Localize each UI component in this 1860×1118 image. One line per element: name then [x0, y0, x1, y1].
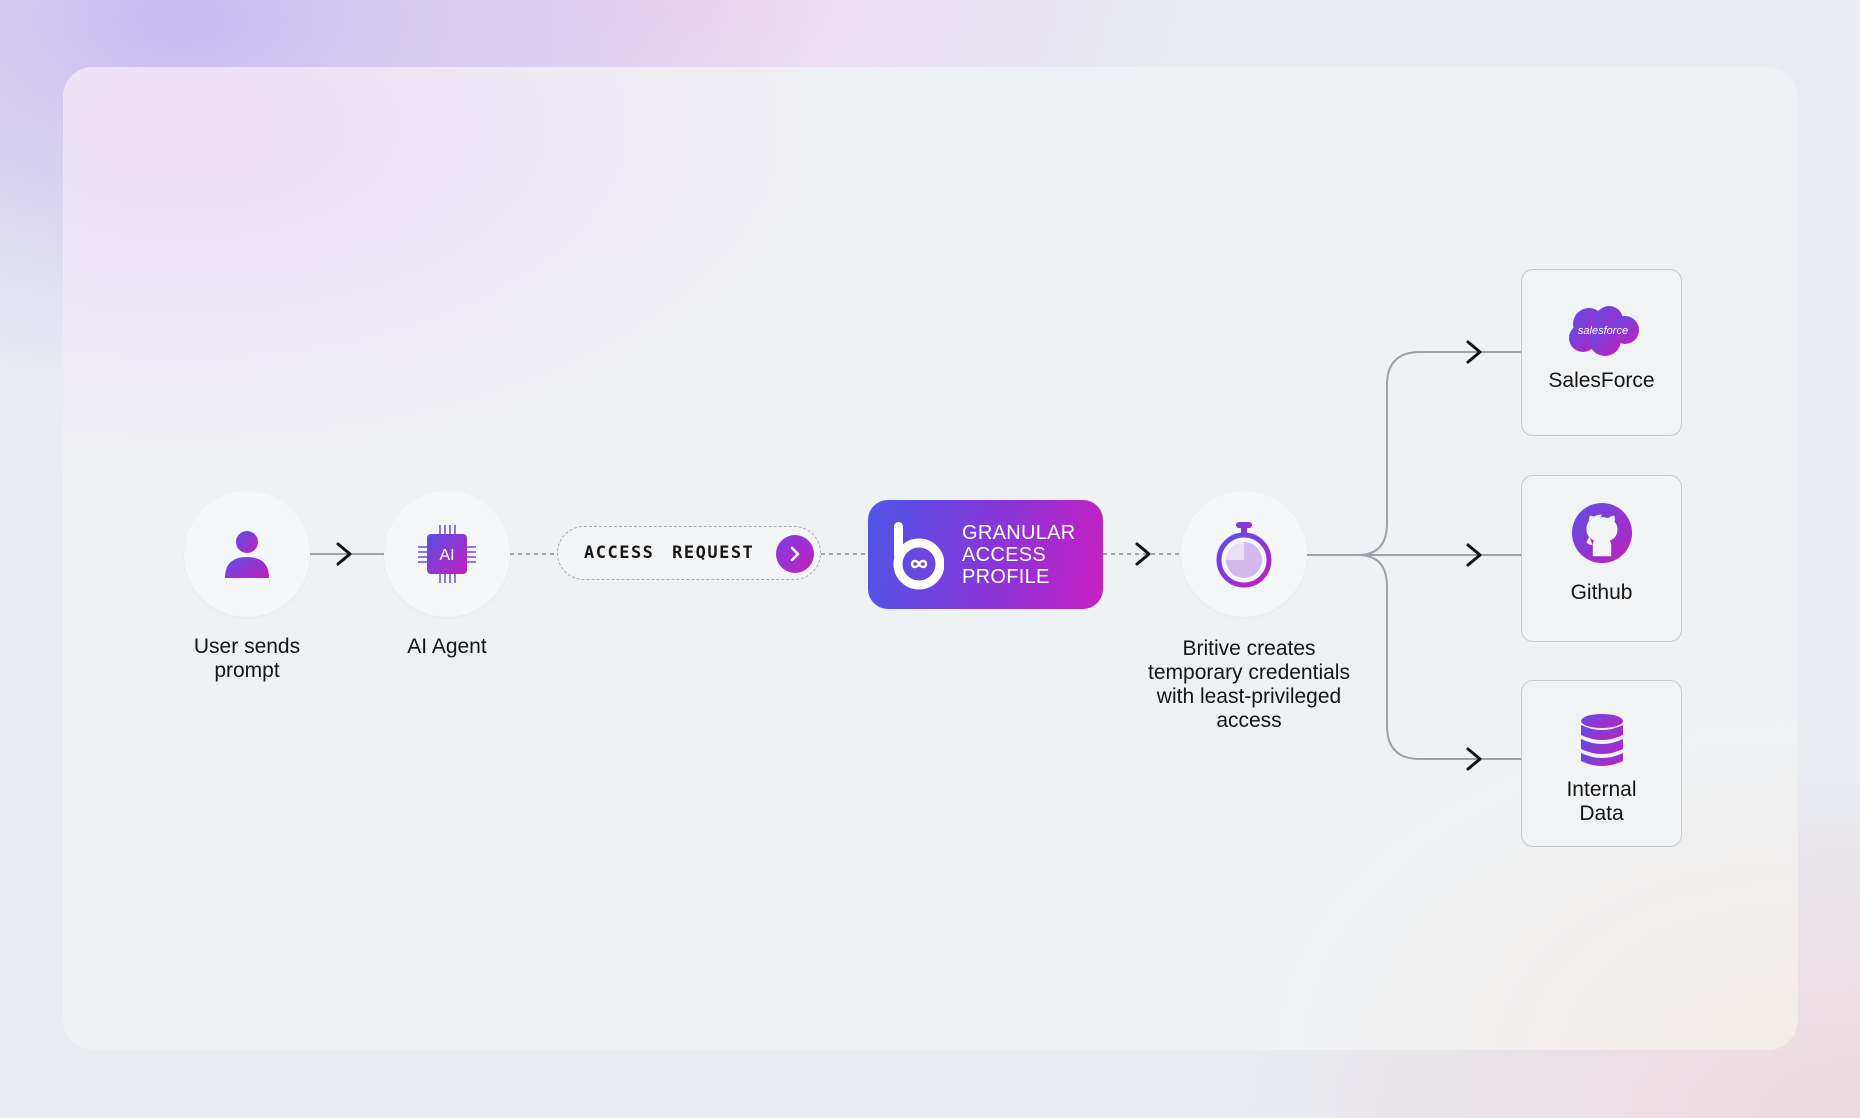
arrow-user-agent: [336, 542, 352, 566]
target-github-label: Github: [1570, 581, 1633, 604]
access-request-button[interactable]: [776, 535, 814, 573]
stopwatch-icon: [1216, 522, 1272, 588]
credentials-timer-label: Britive creates temporary credentials wi…: [1148, 637, 1350, 732]
ai-chip-icon: AI: [418, 525, 476, 583]
connector-branch-salesforce: [1357, 351, 1521, 556]
user-icon: [225, 531, 269, 578]
ai-agent-node: AI: [384, 491, 510, 617]
target-salesforce[interactable]: salesforce SalesForce: [1521, 269, 1682, 436]
access-request-pill: ACCESS REQUEST: [557, 526, 821, 580]
connector-branch-internal: [1357, 554, 1521, 760]
chevron-right-icon: [790, 546, 800, 562]
credentials-timer-node: [1181, 491, 1307, 617]
granular-access-profile: GRANULAR ACCESS PROFILE: [868, 500, 1103, 609]
salesforce-cloud-icon: salesforce: [1568, 306, 1639, 356]
arrow-salesforce: [1466, 340, 1482, 364]
granular-access-profile-label: GRANULAR ACCESS PROFILE: [962, 521, 1076, 588]
target-internal-data[interactable]: Internal Data: [1521, 680, 1682, 847]
salesforce-logo-text: salesforce: [1577, 325, 1627, 337]
user-node: [184, 491, 310, 617]
arrow-github: [1466, 543, 1482, 567]
github-icon: [1571, 502, 1632, 564]
database-icon: [1580, 714, 1623, 766]
target-internal-data-label: Internal Data: [1566, 778, 1637, 825]
target-github[interactable]: Github: [1521, 475, 1682, 642]
ai-chip-text: AI: [439, 547, 454, 564]
arrow-internal-data: [1466, 747, 1482, 771]
access-request-label: ACCESS REQUEST: [584, 543, 755, 563]
target-salesforce-label: SalesForce: [1548, 369, 1655, 392]
britive-logo-icon: [893, 521, 944, 589]
user-node-label: User sends prompt: [193, 635, 301, 682]
ai-agent-label: AI Agent: [407, 635, 487, 658]
arrow-profile-timer: [1135, 542, 1151, 566]
